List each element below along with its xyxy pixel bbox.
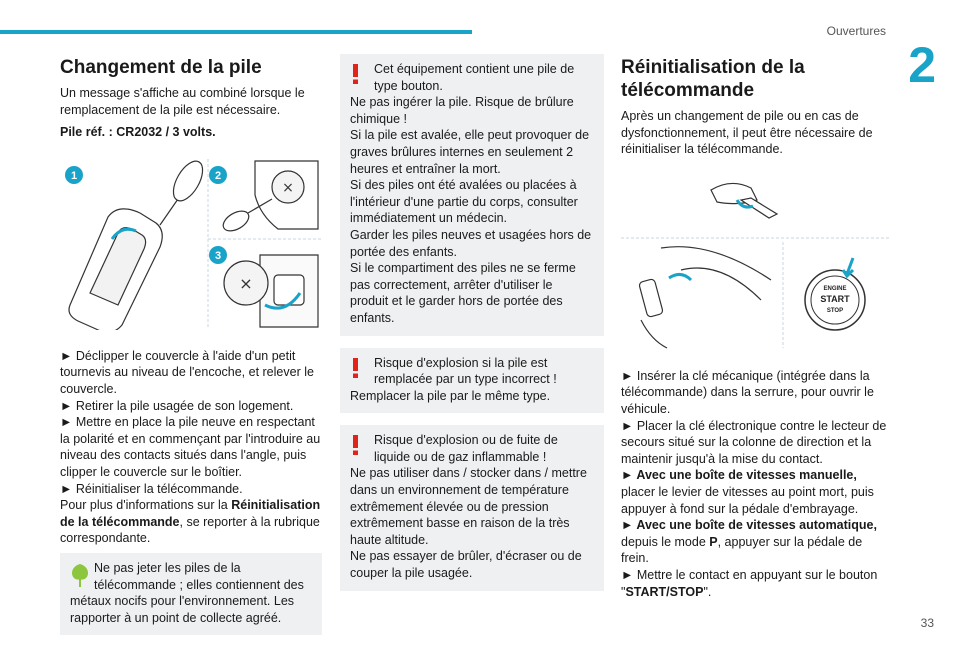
warning-1-line-2: Si la pile est avalée, elle peut provoqu… — [350, 128, 590, 176]
step-3-badge — [209, 245, 227, 264]
screwdriver-battery-illustration: × — [222, 160, 319, 232]
remote-reset-title: Réinitialisation de la télécommande — [621, 57, 805, 101]
battery-more-info: Pour plus d'informations sur la Réinitia… — [60, 498, 321, 546]
page-number: 33 — [920, 616, 934, 630]
battery-intro: Un message s'affiche au combiné lorsque … — [60, 86, 305, 117]
step-1-badge — [65, 165, 83, 184]
warning-3-line-2: Ne pas essayer de brûler, d'écraser ou d… — [350, 549, 582, 581]
warning-1-line-3: Si des piles ont été avalées ou placées … — [350, 178, 578, 226]
svg-text:×: × — [239, 274, 252, 293]
warning-3-line-1: Ne pas utiliser dans / stocker dans / me… — [350, 466, 587, 547]
reset-step-last: ► Mettre le contact en appuyant sur le b… — [621, 567, 878, 599]
step-2-badge — [209, 165, 227, 184]
battery-step-4: ► Réinitialiser la télécommande. — [60, 481, 243, 496]
battery-step-1: ► Déclipper le couvercle à l'aide d'un p… — [60, 348, 314, 396]
warning-1-line-5: Si le compartiment des piles ne se ferme… — [350, 261, 576, 325]
warning-box-explosion: Risque d'explosion ou de fuite de liquid… — [340, 425, 604, 591]
steering-column-illustration — [638, 245, 772, 349]
battery-step-3: ► Mettre en place la pile neuve en respe… — [60, 415, 321, 479]
key-in-lock-illustration — [710, 182, 779, 219]
battery-illustration: 1 2 × 3 × — [65, 158, 322, 333]
battery-change-title: Changement de la pile — [60, 57, 262, 78]
battery-change-figure: 1 2 × 3 × — [60, 155, 322, 333]
warning-1-line-1: Ne pas ingérer la pile. Risque de brûlur… — [350, 95, 574, 126]
warning-box-incorrect-type: Risque d'explosion si la pile est rempla… — [340, 347, 604, 414]
header-accent-bar — [0, 30, 472, 34]
step-2-label: 2 — [215, 170, 221, 182]
remote-reset-intro: Après un changement de pile ou en cas de… — [621, 109, 873, 157]
reset-step-automatic: ► Avec une boîte de vitesses automatique… — [621, 518, 877, 566]
eco-leaf-icon — [72, 563, 88, 587]
step-3-label: 3 — [215, 250, 221, 262]
step-1-label: 1 — [71, 170, 77, 182]
stop-label: STOP — [827, 308, 843, 314]
remote-reset-figure: ENGINE START STOP — [621, 170, 889, 350]
warning-1-line-4: Garder les piles neuves et usagées hors … — [350, 227, 592, 259]
warning-1-first: Cet équipement contient une pile de type… — [374, 62, 575, 93]
remote-reset-illustration: ENGINE START STOP — [621, 182, 889, 349]
reset-link-reference: Réinitialisation de la télécommande — [60, 498, 321, 529]
chapter-number: 2 — [908, 37, 936, 93]
key-fob-illustration — [68, 160, 204, 333]
reset-step-2: ► Placer la clé électronique contre le l… — [621, 418, 887, 466]
remote-reset-steps: ► Insérer la clé mécanique (intégrée dan… — [621, 368, 889, 600]
battery-insert-illustration: × — [223, 254, 319, 328]
warning-2-line-1: Remplacer la pile par le même type. — [350, 388, 551, 403]
warnings-column: Cet équipement contient une pile de type… — [340, 54, 604, 603]
reset-step-manual: ► Avec une boîte de vitesses manuelle,pl… — [621, 468, 874, 516]
battery-change-column: Changement de la pile Un message s'affic… — [60, 54, 322, 647]
reset-step-1: ► Insérer la clé mécanique (intégrée dan… — [621, 368, 874, 416]
warning-exclamation-icon — [353, 64, 358, 84]
warning-3-first: Risque d'explosion ou de fuite de liquid… — [374, 433, 558, 464]
environment-note: Ne pas jeter les piles de la télécommand… — [60, 552, 322, 636]
engine-label: ENGINE — [823, 286, 846, 292]
battery-step-2: ► Retirer la pile usagée de son logement… — [60, 398, 294, 413]
warning-exclamation-icon — [353, 357, 358, 378]
svg-text:×: × — [282, 180, 294, 196]
warning-box-ingestion: Cet équipement contient une pile de type… — [340, 54, 604, 336]
start-stop-button-illustration: ENGINE START STOP — [804, 269, 866, 331]
battery-steps: ► Déclipper le couvercle à l'aide d'un p… — [60, 348, 322, 547]
section-title: Ouvertures — [826, 24, 886, 38]
warning-2-first: Risque d'explosion si la pile est rempla… — [374, 355, 557, 387]
battery-reference: Pile réf. : CR2032 / 3 volts. — [60, 125, 216, 140]
eco-note-first: Ne pas jeter les piles de la télécommand… — [94, 560, 304, 592]
warning-exclamation-icon — [353, 435, 358, 456]
start-label: START — [820, 294, 850, 304]
remote-reset-column: Réinitialisation de la télécommande Aprè… — [621, 54, 889, 606]
eco-note-rest: métaux nocifs pour l'environnement. Les … — [70, 594, 295, 625]
